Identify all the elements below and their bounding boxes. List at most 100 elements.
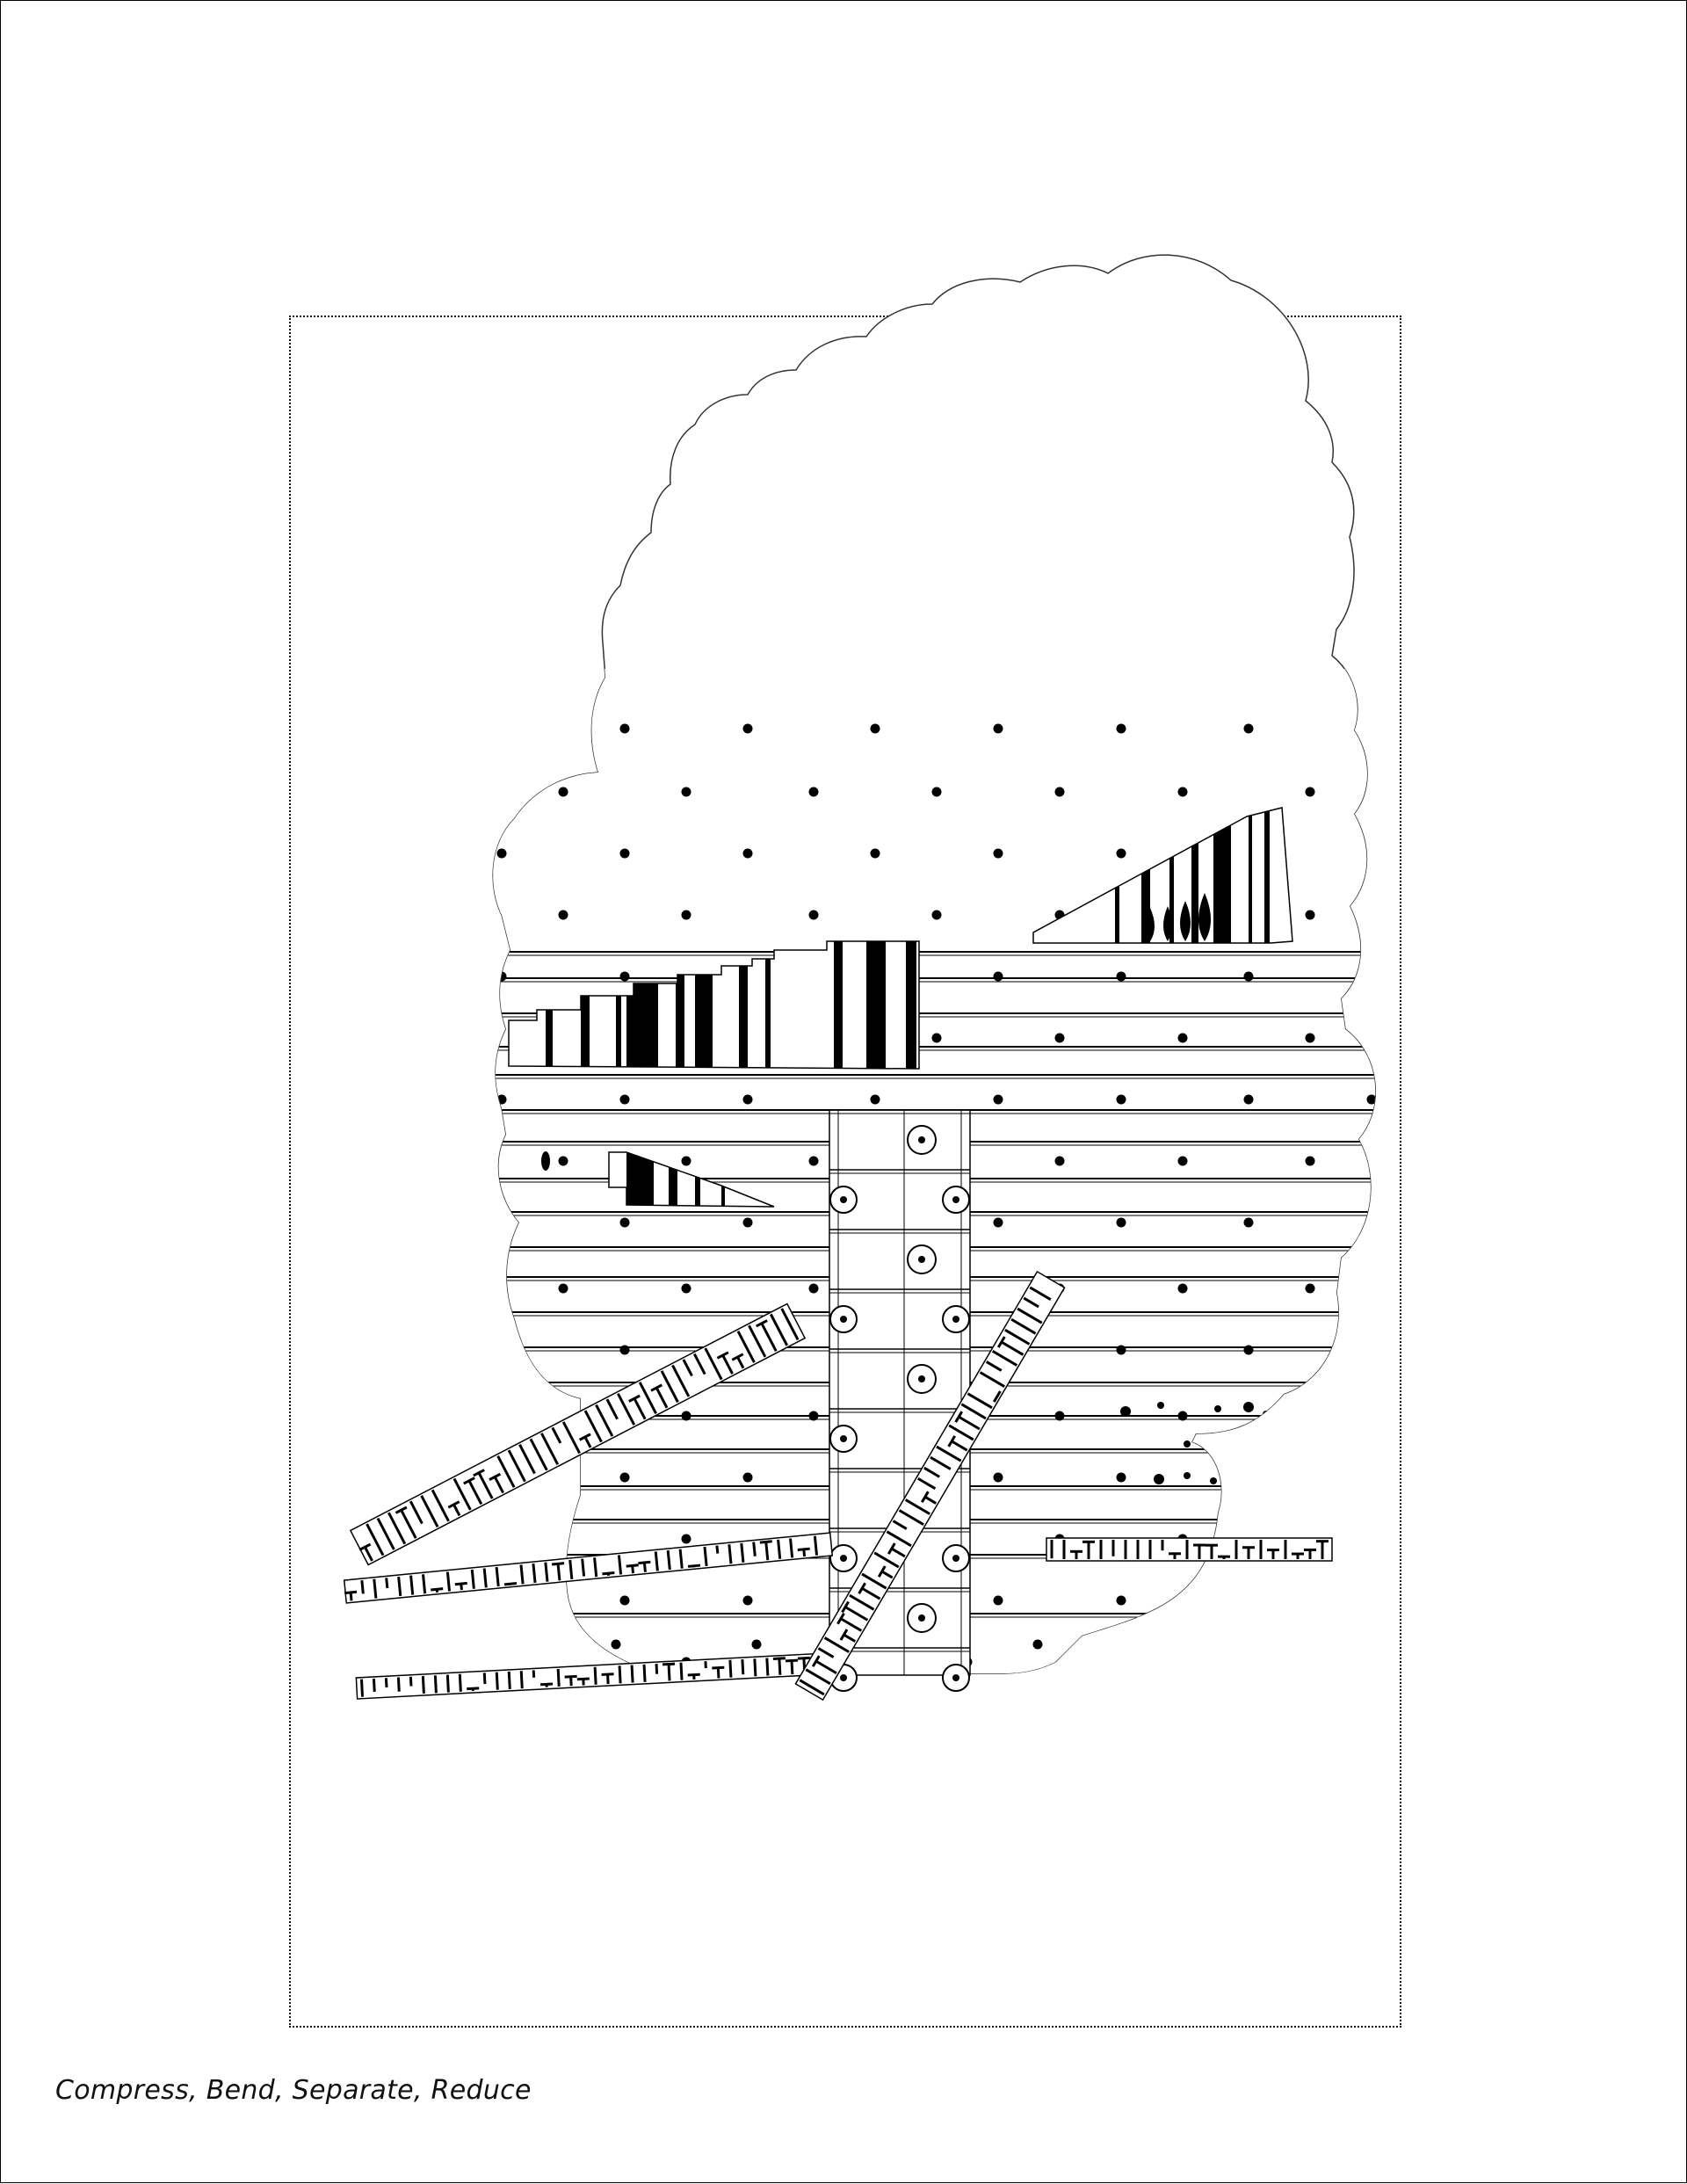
scatter-dot [1243,1476,1254,1486]
hatch-line [644,1665,645,1682]
column-circle-dot [918,1375,925,1382]
hatch-line [398,1678,399,1692]
hatch-line [583,1559,584,1577]
dot [1055,1157,1065,1166]
dot [1178,787,1188,797]
dot [871,849,880,859]
dot [932,1034,942,1043]
dot [1033,1640,1043,1650]
dot [497,1346,507,1355]
dot [1367,1473,1377,1483]
dot [994,972,1003,982]
hatch-line [669,1665,670,1681]
dot [1117,972,1126,982]
hatch-line [447,1572,449,1592]
dot [497,1218,507,1228]
dot [1306,787,1315,797]
hatch-line [399,1577,401,1596]
hatch-line [718,1668,719,1679]
scatter-dot [1157,1402,1164,1409]
hatch-line [717,1546,718,1554]
dot [1367,1596,1377,1606]
hatch-line [608,1674,609,1684]
dot [620,1095,630,1105]
dot [1178,1658,1188,1667]
dot [1306,1284,1315,1294]
scatter-dot [1236,1443,1243,1450]
dot [1055,1034,1065,1043]
hatch-line [496,1567,498,1586]
column-circle-dot [952,1555,959,1562]
dot [1117,1473,1126,1483]
dot [1178,1157,1188,1166]
hatch-line [754,1542,756,1556]
oval-mark [541,1151,550,1171]
hatch-line [778,1540,780,1559]
dot [497,724,507,734]
hatch-line [680,1549,682,1569]
dot [620,724,630,734]
hatch-line [411,1576,413,1595]
hatch-line [767,1658,768,1676]
hatch-line [472,1570,474,1589]
hatch-line [424,1574,425,1593]
scatter-dot [1210,1477,1217,1484]
dot [994,1596,1003,1606]
column-circle-dot [840,1435,847,1442]
dot [809,787,819,797]
scatter-dot [1214,1405,1221,1412]
hatch-line [447,1675,448,1693]
hatch-line [509,1672,510,1689]
dot [1117,1095,1126,1105]
dot [994,1095,1003,1105]
column-circle-dot [952,1196,959,1203]
hatch-line [632,1665,633,1683]
dot [994,1473,1003,1483]
scatter-dot [1254,1448,1261,1455]
hatch-line [742,1543,743,1563]
hatch-line [558,1564,560,1580]
dot [1244,724,1254,734]
hatch-line [533,1564,535,1583]
column-circle-dot [952,1674,959,1681]
column-circle-dot [952,1316,959,1323]
dot [497,1596,507,1606]
hatch-line [521,1671,522,1688]
dot [1244,1095,1254,1105]
dot [1178,1034,1188,1043]
dot [559,1284,568,1294]
dot [1306,1658,1315,1667]
dot [994,724,1003,734]
dot [1117,849,1126,859]
dot [743,1095,753,1105]
dot [497,1095,507,1105]
dot [1117,1218,1126,1228]
scatter-dot [1204,1435,1214,1446]
hatch-line [521,1564,523,1584]
hatch-line [571,1677,572,1687]
dot [1367,1218,1377,1228]
hatch-line [792,1660,793,1674]
dot [620,1218,630,1228]
caption: Compress, Bend, Separate, Reduce [55,2075,532,2106]
dot [1306,1411,1315,1421]
dot [752,1640,762,1650]
dot [682,1535,691,1544]
dot [620,1596,630,1606]
dot [994,1218,1003,1228]
hatch-line [730,1660,731,1678]
dot [743,849,753,859]
dot [809,1284,819,1294]
dot [932,911,942,920]
dot [1244,1218,1254,1228]
dot [620,972,630,982]
dot [620,849,630,859]
dot [1174,1640,1184,1650]
hatch-line [496,1672,497,1690]
hatch-line [668,1550,670,1570]
dot [1178,1284,1188,1294]
dot [1117,1596,1126,1606]
hatch-line [766,1542,768,1560]
hatch-line [791,1538,793,1557]
